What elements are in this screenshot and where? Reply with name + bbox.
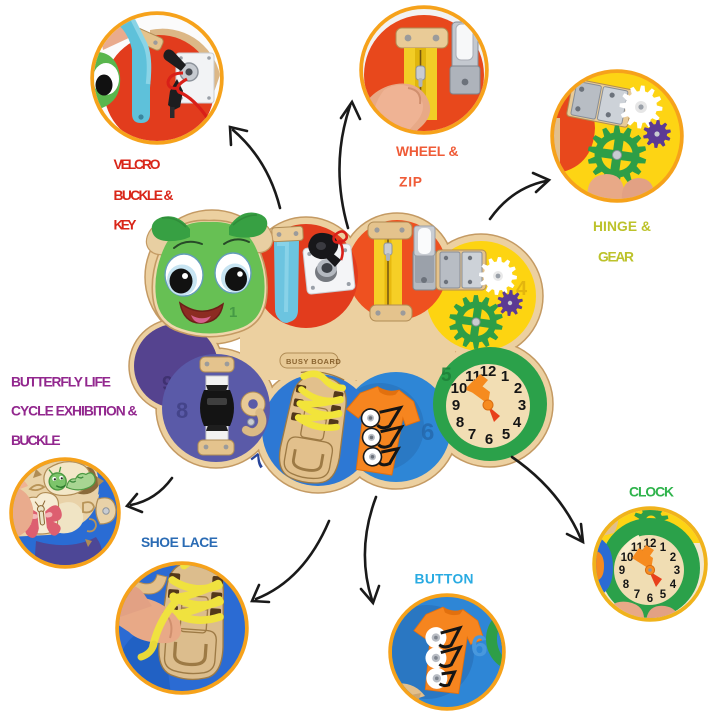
svg-text:9: 9 (162, 373, 173, 395)
svg-text:6: 6 (421, 419, 434, 446)
svg-text:KEY: KEY (114, 218, 137, 233)
svg-text:6: 6 (485, 431, 493, 448)
svg-text:3: 3 (674, 565, 680, 577)
svg-text:12: 12 (480, 363, 497, 380)
svg-text:10: 10 (621, 552, 634, 564)
svg-text:5: 5 (441, 365, 452, 386)
svg-text:8: 8 (623, 579, 630, 591)
svg-text:2: 2 (670, 552, 676, 564)
svg-text:4: 4 (670, 579, 677, 591)
svg-text:BUCKLE &: BUCKLE & (114, 188, 174, 203)
svg-text:5: 5 (660, 589, 667, 601)
svg-text:7: 7 (634, 589, 640, 601)
svg-text:10: 10 (451, 380, 468, 397)
svg-text:GEAR: GEAR (598, 249, 634, 264)
svg-text:1: 1 (660, 542, 667, 554)
svg-text:7: 7 (468, 426, 476, 443)
svg-text:3: 3 (518, 397, 526, 414)
svg-text:9: 9 (452, 397, 460, 414)
svg-text:BUTTON: BUTTON (415, 572, 474, 587)
svg-text:9: 9 (619, 565, 625, 577)
svg-text:BUTTERFLY LIFE: BUTTERFLY LIFE (11, 375, 111, 390)
svg-text:8: 8 (176, 398, 188, 423)
svg-text:6: 6 (471, 630, 488, 663)
svg-text:8: 8 (456, 414, 464, 431)
svg-text:5: 5 (502, 426, 510, 443)
svg-text:4: 4 (516, 278, 528, 300)
svg-text:SHOE LACE: SHOE LACE (141, 535, 218, 550)
svg-text:CYCLE EXHIBITION &: CYCLE EXHIBITION & (11, 403, 138, 418)
svg-text:2: 2 (514, 380, 522, 397)
svg-text:WHEEL &: WHEEL & (396, 144, 459, 159)
svg-text:BUCKLE: BUCKLE (11, 433, 61, 448)
svg-text:4: 4 (513, 414, 522, 431)
svg-text:CLOCK: CLOCK (629, 485, 674, 500)
svg-text:BUSY BOARD: BUSY BOARD (286, 357, 341, 366)
svg-text:1: 1 (501, 368, 509, 385)
svg-text:HINGE &: HINGE & (593, 219, 651, 234)
svg-text:ZIP: ZIP (399, 174, 422, 189)
svg-text:1: 1 (229, 304, 237, 321)
svg-text:VELCRO: VELCRO (114, 157, 161, 172)
svg-text:6: 6 (647, 593, 653, 605)
